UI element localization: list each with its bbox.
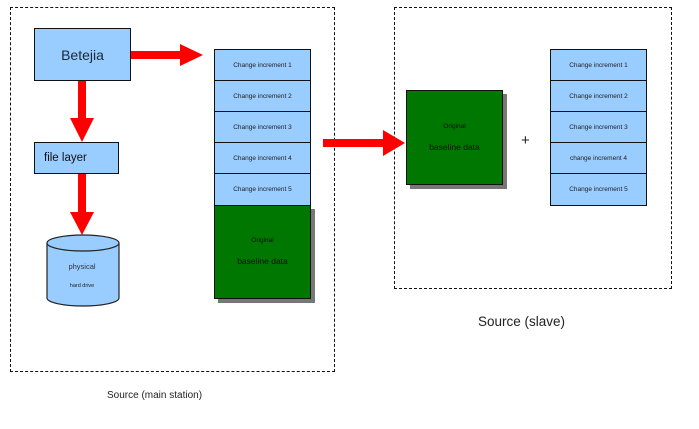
slave-baseline-label-2: baseline data (429, 142, 480, 152)
slave-increments-stack: Change increment 1 Change increment 2 Ch… (550, 49, 647, 206)
increment-row: Change increment 5 (233, 186, 292, 193)
main-increments-stack: Change increment 1 Change increment 2 Ch… (214, 49, 311, 206)
increment-row: Change increment 1 (215, 50, 310, 81)
hard-drive-label-1: physical (68, 262, 96, 271)
increment-row: Change increment 3 (551, 112, 646, 143)
main-station-caption: Source (main station) (107, 390, 203, 401)
slave-baseline-block: Original baseline data (406, 90, 503, 185)
slave-caption: Source (slave) (478, 314, 566, 329)
increment-row: change increment 4 (551, 143, 646, 174)
hard-drive-label-2: hard drive (69, 283, 95, 289)
main-station-container (10, 7, 335, 372)
increment-row: Change increment 1 (551, 50, 646, 81)
main-baseline-label-1: Original (251, 237, 274, 244)
main-baseline-label-2: baseline data (237, 256, 288, 266)
arrow-file-layer-to-drive (70, 173, 94, 235)
increment-row: Change increment 2 (215, 81, 310, 112)
plus-symbol: + (521, 132, 530, 149)
arrow-betejia-to-file-layer (70, 80, 94, 142)
betejia-label: Betejia (61, 46, 104, 63)
hard-drive-icon (46, 234, 120, 307)
increment-row: Change increment 2 (551, 81, 646, 112)
betejia-node: Betejia (34, 28, 131, 81)
slave-baseline-label-1: Original (443, 123, 466, 130)
main-baseline-block: Original baseline data (214, 205, 311, 299)
file-layer-label: file layer (44, 152, 87, 164)
increment-row: Change increment 4 (215, 143, 310, 174)
arrow-main-to-slave (323, 130, 405, 156)
increment-row: Change increment 3 (215, 112, 310, 143)
arrow-betejia-to-increments (130, 44, 203, 66)
increment-row: Change increment 5 (569, 186, 628, 193)
file-layer-node: file layer (34, 142, 119, 174)
